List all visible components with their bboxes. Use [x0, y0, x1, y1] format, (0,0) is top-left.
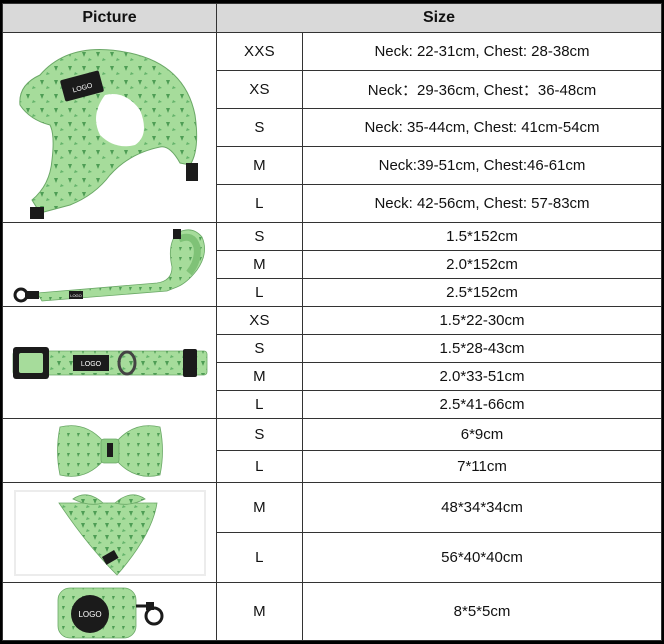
size-cell: S — [216, 334, 303, 363]
size-cell: M — [216, 482, 303, 533]
svg-text:LOGO: LOGO — [80, 361, 101, 368]
dimension-cell: 2.0*33-51cm — [301, 362, 663, 391]
dimension-cell: Neck: 22-31cm, Chest: 28-38cm — [301, 32, 663, 71]
svg-text:LOGO: LOGO — [78, 610, 101, 619]
harness-picture-cell: LOGO — [2, 32, 217, 223]
size-cell: S — [216, 108, 303, 147]
table-row: S 6*9cm — [2, 418, 663, 483]
dimension-cell: 56*40*40cm — [301, 532, 663, 583]
table-row: L 56*40*40cm — [3, 532, 663, 583]
size-cell: L — [216, 278, 303, 307]
bandana-icon — [13, 489, 206, 576]
header-row: Picture Size — [2, 3, 663, 33]
bandana-picture-cell — [2, 482, 217, 583]
table-row: S 1.5*28-43cm — [3, 334, 663, 363]
size-cell: L — [216, 450, 303, 483]
leash-picture-cell: LOGO — [2, 222, 217, 307]
dimension-cell: Neck：29-36cm, Chest：36-48cm — [301, 70, 663, 109]
dimension-cell: 7*11cm — [301, 450, 663, 483]
harness-icon: LOGO — [18, 48, 198, 219]
dimension-cell: 2.5*41-66cm — [301, 390, 663, 419]
size-cell: XS — [216, 70, 303, 109]
leash-icon: LOGO — [13, 228, 205, 302]
table-row: LOGO XS 1.5*22-30cm — [2, 306, 663, 419]
picture-column-header: Picture — [2, 3, 217, 33]
size-cell: S — [216, 418, 303, 451]
dimension-cell: 48*34*34cm — [301, 482, 663, 533]
size-cell: S — [216, 222, 303, 251]
dimension-cell: Neck: 42-56cm, Chest: 57-83cm — [301, 184, 663, 223]
poop-bag-holder-picture-cell: LOGO — [2, 582, 217, 641]
dimension-cell: Neck:39-51cm, Chest:46-61cm — [301, 146, 663, 185]
collar-picture-cell: LOGO — [2, 306, 217, 419]
size-cell: L — [216, 184, 303, 223]
table-row: LOGO XXS Neck: 22-31cm, Chest: 28-38cm — [2, 32, 663, 223]
dimension-cell: 1.5*152cm — [301, 222, 663, 251]
table-row: M 48*34*34cm — [2, 482, 663, 583]
bow-tie-icon — [56, 424, 163, 477]
bow-tie-picture-cell — [2, 418, 217, 483]
dimension-cell: 6*9cm — [301, 418, 663, 451]
dimension-cell: 1.5*22-30cm — [301, 306, 663, 335]
table-row: LOGO M 8*5*5cm — [2, 582, 663, 641]
poop-bag-holder-icon: LOGO — [57, 587, 163, 638]
size-column-header: Size — [215, 3, 663, 33]
dimension-cell: 1.5*28-43cm — [301, 334, 663, 363]
table-row: L 2.5*152cm — [3, 278, 663, 307]
size-chart-table: Picture Size LOGO — [2, 3, 663, 641]
size-cell: L — [216, 532, 303, 583]
size-cell: XS — [216, 306, 303, 335]
size-cell: XXS — [216, 32, 303, 71]
size-cell: M — [216, 582, 303, 641]
svg-text:LOGO: LOGO — [70, 293, 82, 298]
table-row: M Neck:39-51cm, Chest:46-61cm — [3, 146, 663, 185]
dimension-cell: Neck: 35-44cm, Chest: 41cm-54cm — [301, 108, 663, 147]
size-cell: M — [216, 146, 303, 185]
dimension-cell: 2.5*152cm — [301, 278, 663, 307]
size-cell: L — [216, 390, 303, 419]
table-row: M 2.0*152cm — [3, 250, 663, 279]
collar-icon: LOGO — [12, 346, 207, 379]
dimension-cell: 8*5*5cm — [301, 582, 663, 641]
size-cell: M — [216, 250, 303, 279]
table-row: LOGO S 1.5*152cm — [2, 222, 663, 307]
table-row: S Neck: 35-44cm, Chest: 41cm-54cm — [3, 108, 663, 147]
dimension-cell: 2.0*152cm — [301, 250, 663, 279]
size-cell: M — [216, 362, 303, 391]
